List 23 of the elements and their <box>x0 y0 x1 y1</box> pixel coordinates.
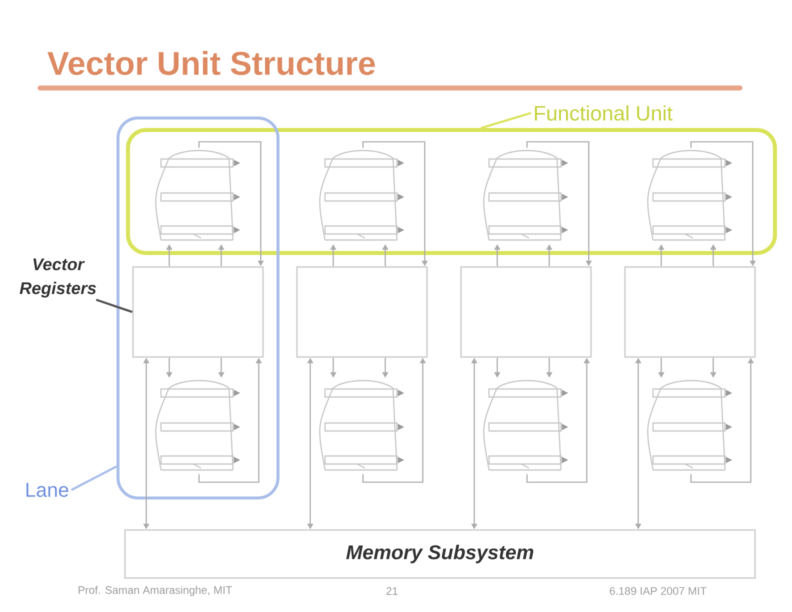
slide-title: Vector Unit Structure <box>47 50 375 76</box>
footer-text: Prof. Saman Amarasinghe, MIT <box>78 586 232 596</box>
pipeline-drawing <box>483 150 568 241</box>
pipeline-drawing <box>155 150 240 241</box>
callout-label: Lane <box>26 483 68 497</box>
pipeline-drawing <box>319 380 404 471</box>
leader-line <box>96 298 133 314</box>
register-box <box>132 266 264 358</box>
leader-line <box>480 112 532 130</box>
pipeline-drawing <box>483 380 568 471</box>
register-box <box>460 266 592 358</box>
highlight-frame <box>126 128 777 255</box>
pipeline-drawing <box>155 380 240 471</box>
pipeline-drawing <box>647 380 732 471</box>
pipeline-drawing <box>647 150 732 241</box>
pipeline-drawing <box>319 150 404 241</box>
memory-box: Memory Subsystem <box>124 529 756 579</box>
callout-label: Vector Registers <box>20 258 96 298</box>
register-box <box>296 266 428 358</box>
highlight-frame <box>116 116 280 500</box>
register-box <box>624 266 756 358</box>
callout-label: Functional Unit <box>534 105 673 121</box>
leader-line <box>70 466 118 491</box>
